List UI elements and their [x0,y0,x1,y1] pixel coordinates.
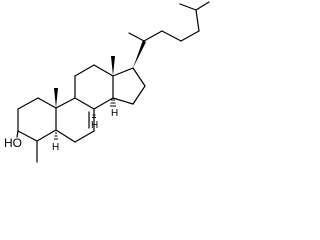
stereo-hydrogens: H H H [52,99,118,153]
h-c14-hash [110,99,116,107]
ring-b [55,97,95,143]
c19-methyl-wedge [54,88,58,108]
hydroxyl-group: HO [4,130,22,150]
h-c5-label: H [52,142,59,153]
angular-methyls [54,56,115,108]
hydroxyl-label: HO [4,136,22,150]
h-c5-hash [54,132,58,140]
h-c9-label: H [91,120,98,131]
steroid-structure-diagram: H H H HO [4,1,210,163]
ring-d [112,67,146,105]
c18-methyl-wedge [111,56,115,76]
h-c14-label: H [111,108,118,119]
ring-a [17,97,57,142]
h-c9-hash [92,112,96,118]
ring-c [74,64,114,110]
side-chain [128,1,210,68]
